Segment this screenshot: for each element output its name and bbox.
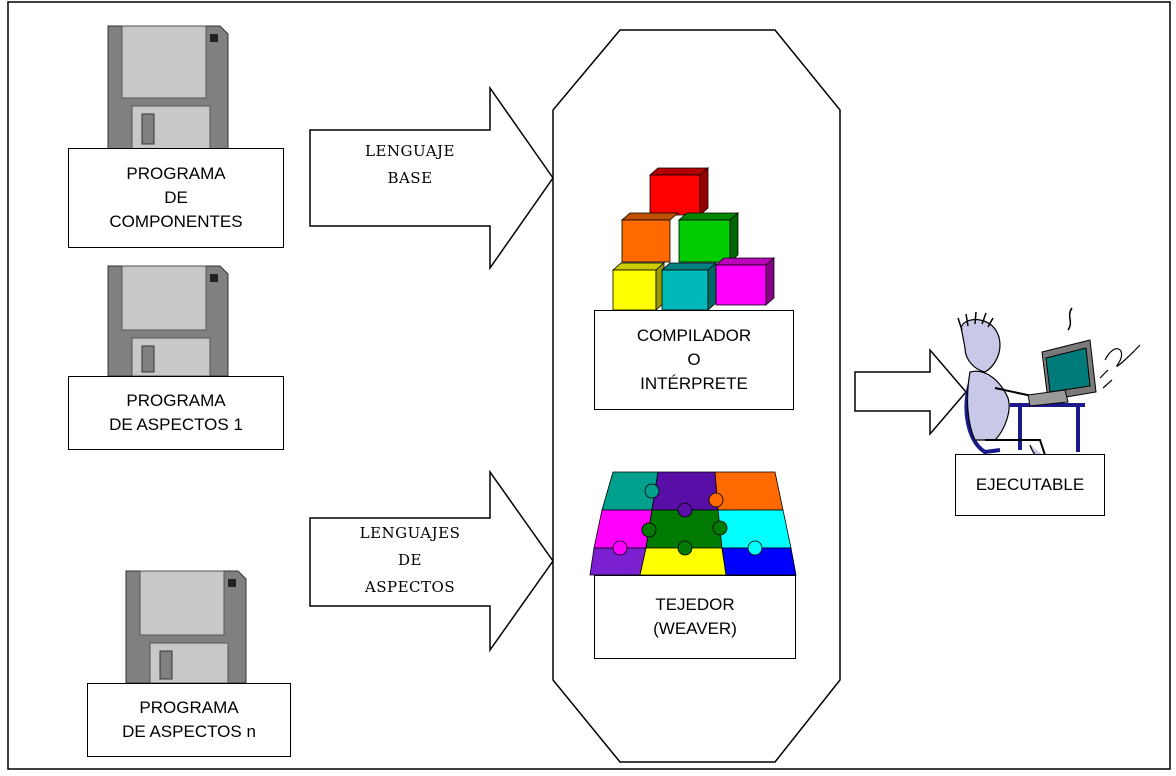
node-programa-aspectos-n: PROGRAMA DE ASPECTOS n [87, 683, 291, 757]
edge-label-line: BASE [387, 169, 433, 187]
node-label: PROGRAMA [139, 698, 239, 717]
node-label: COMPILADOR [636, 326, 752, 345]
node-label: DE ASPECTOS n [122, 722, 256, 741]
node-ejecutable: EJECUTABLE [955, 454, 1105, 516]
arrow-lenguajes-aspectos [309, 469, 554, 653]
node-label: INTÉRPRETE [640, 374, 748, 393]
node-label: EJECUTABLE [975, 475, 1085, 494]
node-programa-componentes: PROGRAMA DE COMPONENTES [68, 148, 284, 248]
node-label: PROGRAMA [126, 391, 226, 410]
floppy-disk-icon [107, 25, 229, 155]
edge-label-lenguaje-base: LENGUAJE BASE [340, 138, 480, 192]
edge-label-lenguajes-aspectos: LENGUAJES DE ASPECTOS [340, 520, 480, 601]
edge-label-line: LENGUAJE [365, 142, 455, 160]
node-label: PROGRAMA [126, 164, 226, 183]
arrow-to-ejecutable [854, 347, 967, 437]
floppy-disk-icon [125, 570, 247, 684]
node-tejedor: TEJEDOR (WEAVER) [594, 575, 796, 659]
arrow-lenguaje-base [309, 85, 554, 271]
node-programa-aspectos-1: PROGRAMA DE ASPECTOS 1 [68, 376, 284, 450]
node-label: O [687, 350, 701, 369]
node-label: (WEAVER) [653, 619, 737, 638]
puzzle-icon [589, 471, 797, 576]
node-label: DE [164, 188, 188, 207]
node-label: COMPONENTES [109, 212, 243, 231]
node-label: TEJEDOR [655, 595, 735, 614]
edge-label-line: DE [398, 551, 422, 569]
building-blocks-icon [611, 167, 776, 311]
node-compilador: COMPILADOR O INTÉRPRETE [594, 310, 794, 410]
edge-label-line: LENGUAJES [359, 524, 461, 542]
floppy-disk-icon [107, 265, 229, 377]
edge-label-line: ASPECTOS [364, 578, 456, 596]
node-label: DE ASPECTOS 1 [109, 415, 243, 434]
